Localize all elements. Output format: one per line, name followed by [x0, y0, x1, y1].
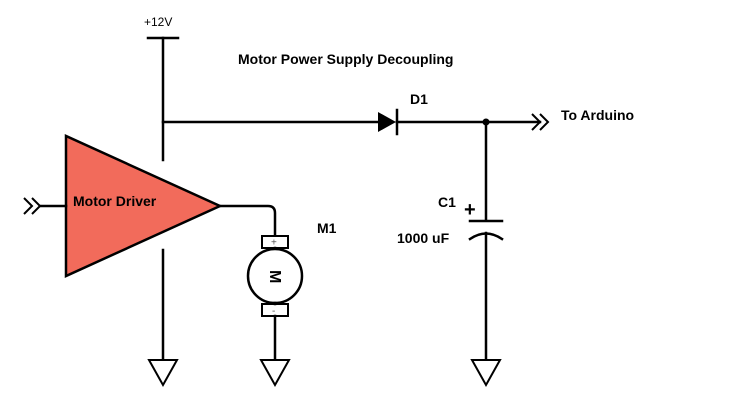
cap-value: 1000 uF [397, 230, 450, 246]
output-label: To Arduino [561, 107, 634, 123]
motor-symbol: M [266, 270, 283, 283]
cap-ref: C1 [438, 194, 456, 210]
motor-plus: + [271, 238, 277, 249]
motor-driver-label: Motor Driver [73, 193, 157, 209]
motor-ref: M1 [317, 220, 337, 236]
diode-ref: D1 [410, 91, 428, 107]
ground-icon [259, 359, 291, 388]
motor-icon [246, 235, 304, 317]
motor-wire-top [218, 204, 277, 238]
ground-icon [470, 359, 502, 388]
output-arrow-icon [531, 113, 550, 131]
diagram-title: Motor Power Supply Decoupling [238, 51, 453, 67]
diode-icon [378, 108, 399, 136]
cap-plus: + [464, 199, 476, 221]
ground-icon [147, 359, 179, 388]
supply-label: +12V [144, 15, 172, 29]
motor-minus: - [272, 306, 275, 317]
input-arrow-icon [23, 197, 42, 215]
